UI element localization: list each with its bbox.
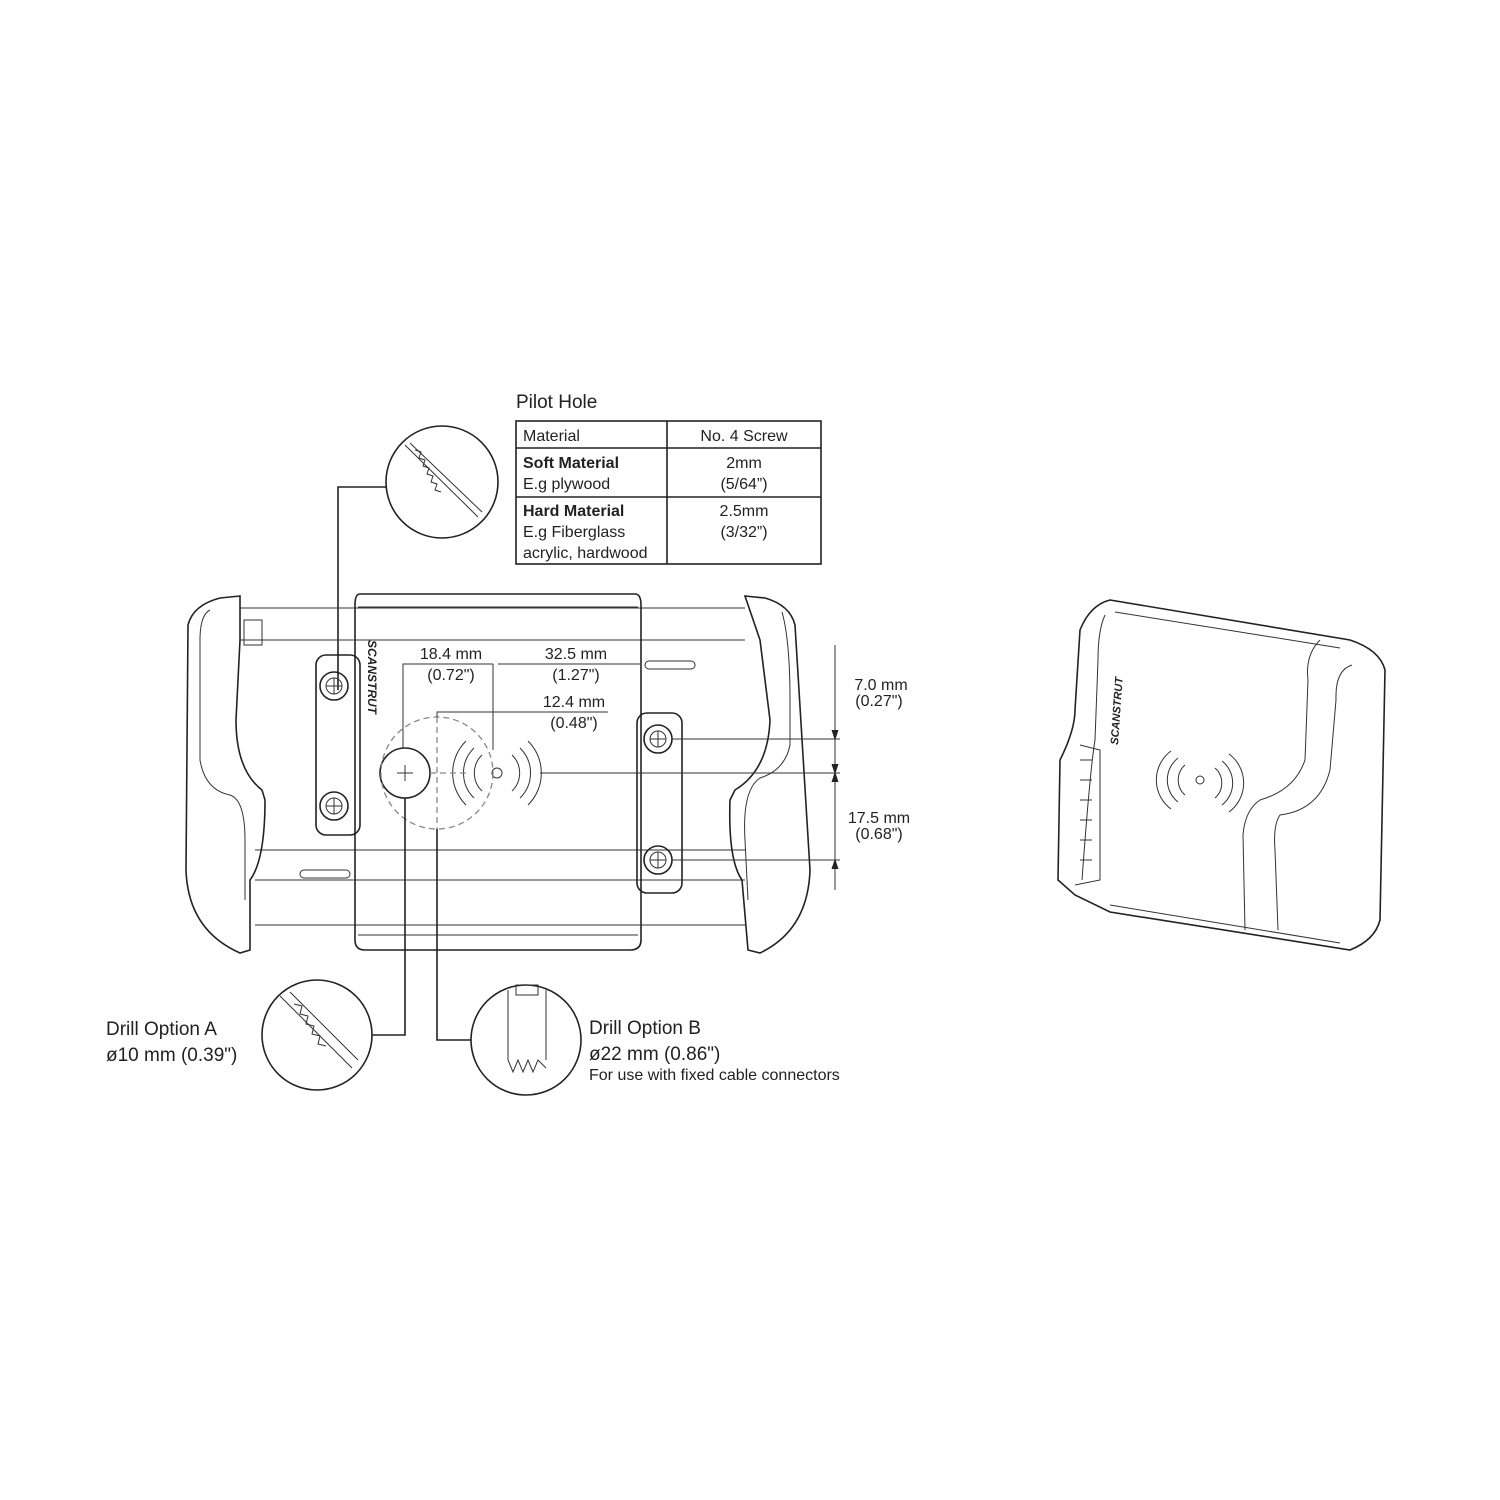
dim-7-0-mm: 7.0 mm bbox=[854, 677, 907, 694]
device-isometric-view: SCANSTRUT bbox=[1057, 599, 1386, 951]
row-hard-material: Hard Material bbox=[523, 503, 624, 520]
row-soft-example: E.g plywood bbox=[523, 476, 610, 493]
device-front-view: SCANSTRUT bbox=[185, 593, 811, 954]
dim-7-0-in: (0.27") bbox=[855, 693, 902, 710]
dim-17-5-mm: 17.5 mm bbox=[848, 810, 910, 827]
dim-18-4-in: (0.72") bbox=[427, 667, 474, 684]
scanstrut-logo: SCANSTRUT bbox=[365, 640, 379, 716]
drill-a-title: Drill Option A bbox=[106, 1019, 217, 1040]
row-soft-material: Soft Material bbox=[523, 455, 619, 472]
pilot-hole-title: Pilot Hole bbox=[516, 392, 597, 413]
drill-b-size: ø22 mm (0.86") bbox=[589, 1044, 720, 1065]
dim-32-5-in: (1.27") bbox=[552, 667, 599, 684]
row-hard-example: E.g Fiberglass bbox=[523, 524, 625, 541]
drill-b-note: For use with fixed cable connectors bbox=[589, 1067, 840, 1084]
pilot-hole-table: Material No. 4 Screw Soft Material E.g p… bbox=[515, 420, 822, 565]
dim-17-5-in: (0.68") bbox=[855, 826, 902, 843]
row-soft-size-in: (5/64”) bbox=[720, 476, 767, 493]
dim-18-4-mm: 18.4 mm bbox=[420, 646, 482, 663]
row-hard-size-in: (3/32”) bbox=[720, 524, 767, 541]
dim-12-4-mm: 12.4 mm bbox=[543, 694, 605, 711]
iso-scanstrut-logo: SCANSTRUT bbox=[1109, 675, 1126, 745]
row-soft-size: 2mm bbox=[726, 455, 762, 472]
drill-a-icon bbox=[261, 798, 406, 1091]
pilot-drill-icon bbox=[337, 425, 499, 690]
row-hard-size: 2.5mm bbox=[720, 503, 769, 520]
row-hard-example-2: acrylic, hardwood bbox=[523, 545, 648, 562]
table-header-screw: No. 4 Screw bbox=[700, 428, 788, 445]
dim-12-4-in: (0.48") bbox=[550, 715, 597, 732]
table-header-material: Material bbox=[523, 428, 580, 445]
drill-b-title: Drill Option B bbox=[589, 1018, 701, 1039]
hole-saw-icon bbox=[436, 829, 582, 1096]
dim-32-5-mm: 32.5 mm bbox=[545, 646, 607, 663]
dimension-lines bbox=[402, 645, 840, 890]
drill-a-size: ø10 mm (0.39") bbox=[106, 1045, 237, 1066]
